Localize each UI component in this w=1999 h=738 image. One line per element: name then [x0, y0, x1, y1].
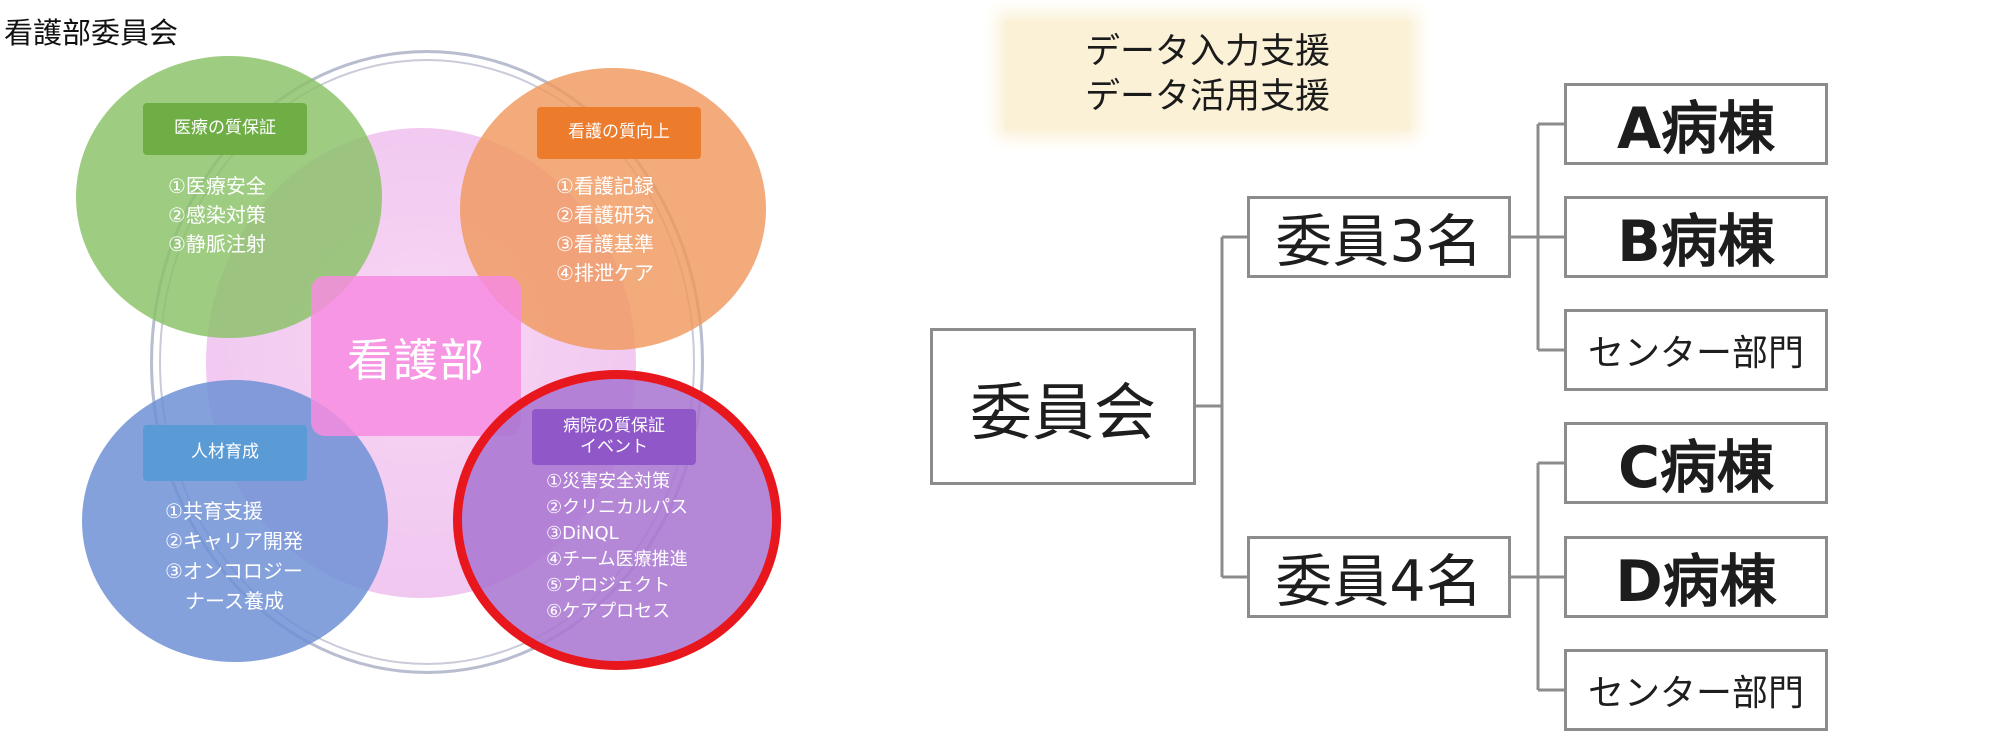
group-label-line: イベント — [580, 437, 648, 457]
tree-leaf-ward: B病棟 — [1564, 196, 1828, 278]
group-items-hospital-quality: ①災害安全対策 ②クリニカルパス ③DiNQL ④チーム医療推進 ⑤プロジェクト… — [546, 469, 688, 625]
group-item: ②感染対策 — [168, 203, 266, 227]
support-note: データ入力支援 データ活用支援 — [1005, 20, 1410, 130]
group-item: ②キャリア開発 — [165, 529, 303, 553]
group-label-quality-assurance: 医療の質保証 — [143, 103, 307, 155]
group-item: ③看護基準 — [556, 232, 654, 256]
group-label-line: 病院の質保証 — [563, 415, 665, 436]
group-item: ②クリニカルパス — [546, 497, 689, 518]
tree-leaf-center-dept: センター部門 — [1564, 309, 1828, 391]
connector-branch-b — [1511, 461, 1564, 692]
group-item: ナース養成 — [165, 589, 284, 613]
connector-root — [1196, 235, 1247, 579]
group-label-hospital-quality: 病院の質保証 イベント — [532, 409, 696, 465]
outer-ring — [150, 50, 704, 674]
group-items-nursing-quality: ①看護記録 ②看護研究 ③看護基準 ④排泄ケア — [556, 172, 654, 288]
group-item: ①看護記録 — [556, 174, 654, 198]
group-items-talent: ①共育支援 ②キャリア開発 ③オンコロジー ナース養成 — [165, 496, 303, 616]
page-title: 看護部委員会 — [4, 16, 179, 50]
tree-root: 委員会 — [930, 328, 1196, 485]
group-item: ④チーム医療推進 — [546, 549, 688, 570]
tree-leaf-ward: D病棟 — [1564, 536, 1828, 618]
group-label-nursing-quality: 看護の質向上 — [537, 107, 701, 159]
tree-leaf-ward: A病棟 — [1564, 83, 1828, 165]
group-item: ③静脈注射 — [168, 232, 266, 256]
tree-leaf-ward: C病棟 — [1564, 422, 1828, 504]
tree-branch-b: 委員4名 — [1247, 536, 1511, 618]
tree-branch-a: 委員3名 — [1247, 196, 1511, 278]
group-label-talent: 人材育成 — [143, 425, 307, 481]
group-item: ③オンコロジー — [165, 559, 303, 583]
support-line: データ入力支援 — [1084, 32, 1330, 72]
group-item: ③DiNQL — [546, 523, 619, 544]
support-line: データ活用支援 — [1084, 77, 1330, 117]
group-item: ⑤プロジェクト — [546, 575, 671, 596]
connector-branch-a — [1511, 122, 1564, 352]
center-label: 看護部 — [311, 276, 521, 436]
group-item: ④排泄ケア — [556, 261, 654, 285]
group-item: ①共育支援 — [165, 499, 263, 523]
tree-leaf-center-dept: センター部門 — [1564, 649, 1828, 731]
group-item: ②看護研究 — [556, 203, 654, 227]
group-item: ⑥ケアプロセス — [546, 601, 671, 622]
group-items-quality-assurance: ①医療安全 ②感染対策 ③静脈注射 — [168, 172, 266, 259]
group-item: ①災害安全対策 — [546, 471, 671, 492]
group-item: ①医療安全 — [168, 174, 266, 198]
